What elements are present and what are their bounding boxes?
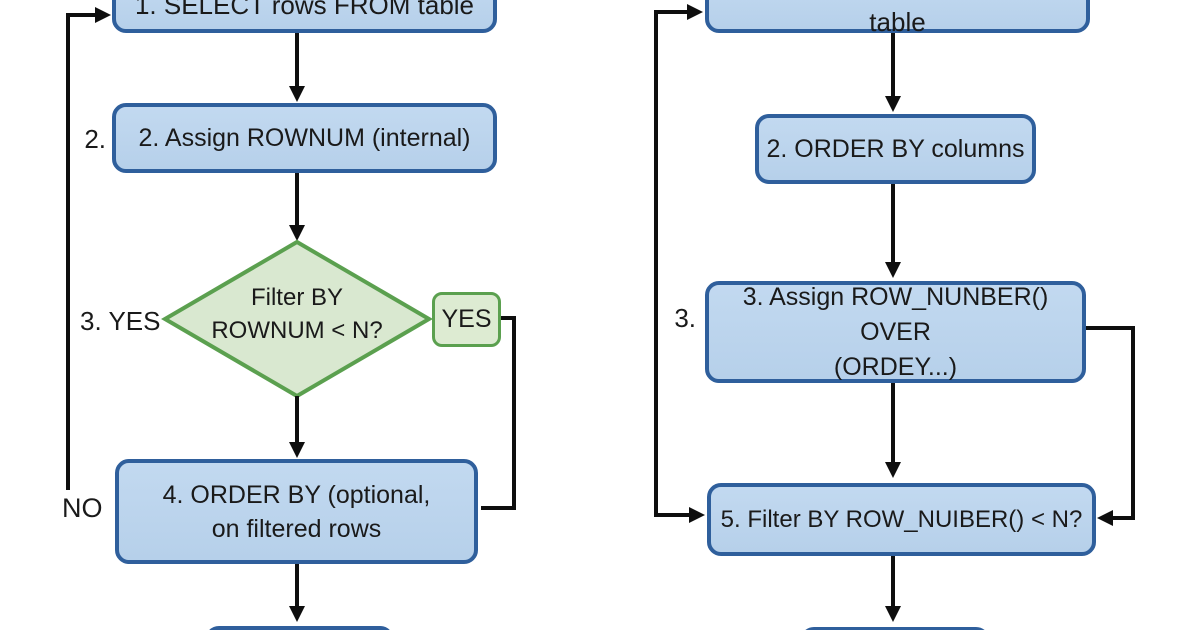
yes-tag-label: YES [441,305,492,333]
left-step2-label: 2. Assign ROWNUM (internal) [138,124,471,152]
left-loop-line [66,13,98,490]
decision-line1: Filter BY [250,284,343,311]
left-step4-box: 4. ORDER BY (optional, on filtered rows [115,459,478,564]
right-loop-top-arrowhead [687,4,703,20]
left-step5-box-partial [205,626,394,630]
right-arrow-2-3-head [885,262,901,278]
left-annotation-no: NO [62,493,103,523]
right-step5-label: 5. Filter BY ROW_NUIBER() < N? [720,505,1083,533]
right-step3-line1: 3. Assign ROW_NUNBER() OVER [742,282,1049,346]
right-arrow-1-2-head [885,96,901,112]
right-side-branch-head [1097,510,1113,526]
right-arrow-3-5-head [885,462,901,478]
right-side-branch-line [1086,326,1135,520]
right-step1-box: 1. SELECT columns FROM table [705,0,1090,37]
left-annotation-step2: 2. [84,124,106,154]
right-step3-box: 3. Assign ROW_NUNBER() OVER (ORDEY...) [705,281,1086,383]
right-loop-bottom-arrowhead [689,507,705,523]
left-step4-line2: on filtered rows [211,514,382,543]
right-arrow-5-6-head [885,606,901,622]
right-step1-label: 1. SELECT columns FROM table [739,0,1056,37]
left-step2-box: 2. Assign ROWNUM (internal) [112,103,497,173]
right-annotation-step3: 3. [674,303,696,333]
decision-diamond-text: Filter BY ROWNUM < N? [187,281,407,347]
left-step1-label: 1. SELECT rows FROM table [134,0,475,20]
right-step3-line2: (ORDEY...) [833,352,958,381]
left-arrow-4-5-head [289,606,305,622]
right-step5-box: 5. Filter BY ROW_NUIBER() < N? [707,483,1096,556]
left-arrow-decision-4-head [289,442,305,458]
left-arrow-1-2-head [289,86,305,102]
left-annotation-decision: 3. YES [80,306,161,336]
left-step1-box: 1. SELECT rows FROM table [112,0,497,33]
right-step2-box: 2. ORDER BY columns [755,114,1036,184]
yes-tag-box: YES [432,292,501,347]
yes-branch-line [481,316,516,510]
left-step4-line1: 4. ORDER BY (optional, [162,480,431,509]
right-step2-label: 2. ORDER BY columns [766,135,1025,163]
left-arrow-2-decision-head [289,225,305,241]
left-loop-arrowhead [95,7,111,23]
right-loop-line [654,10,691,517]
decision-line2: ROWNUM < N? [211,317,383,344]
